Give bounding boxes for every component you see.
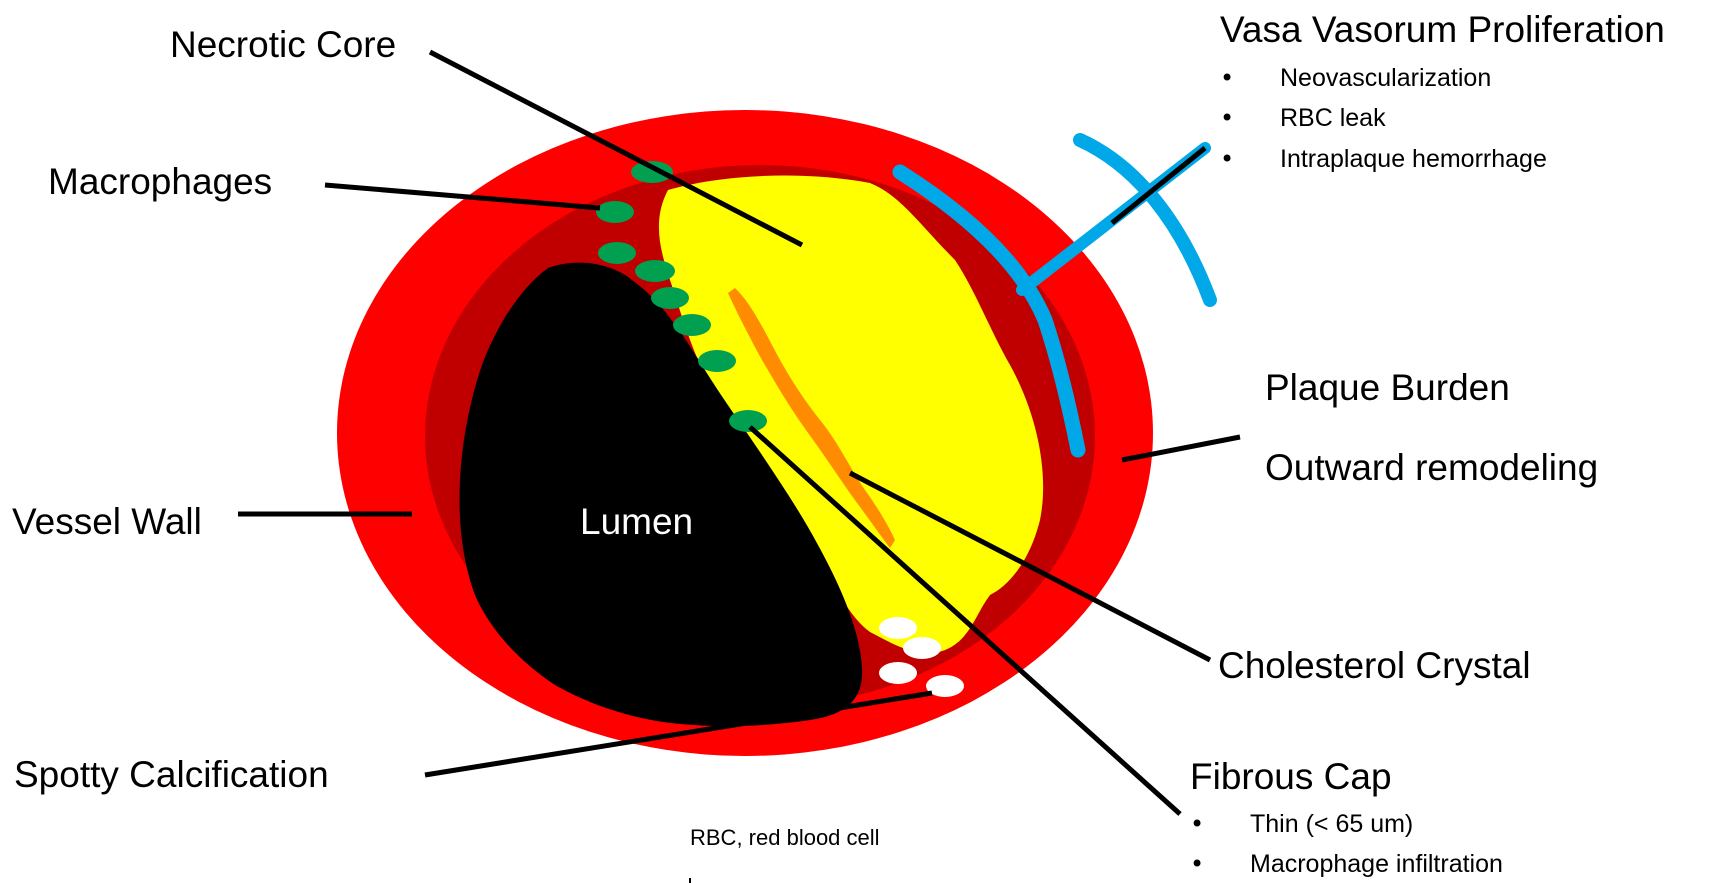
label-vasa-vasorum-item-2: RBC leak bbox=[1280, 106, 1386, 131]
label-lumen: Lumen bbox=[580, 503, 693, 540]
label-cholesterol-crystal: Cholesterol Crystal bbox=[1218, 647, 1531, 684]
macrophage-cell bbox=[596, 201, 634, 223]
label-vasa-vasorum-title: Vasa Vasorum Proliferation bbox=[1220, 11, 1665, 48]
label-fibrous-cap-title: Fibrous Cap bbox=[1190, 758, 1392, 795]
bullet-icon: • bbox=[1190, 812, 1204, 836]
calcification-spot bbox=[879, 662, 917, 684]
macrophage-cell bbox=[729, 410, 767, 432]
macrophage-cell bbox=[673, 314, 711, 336]
label-necrotic-core: Necrotic Core bbox=[170, 26, 396, 63]
bullet-icon: • bbox=[1220, 66, 1234, 90]
label-vessel-wall: Vessel Wall bbox=[12, 503, 202, 540]
footnote-rbc: RBC, red blood cell bbox=[690, 827, 880, 849]
label-spotty-calcification: Spotty Calcification bbox=[14, 756, 329, 793]
label-macrophages: Macrophages bbox=[48, 163, 272, 200]
calcification-spot bbox=[903, 637, 941, 659]
bullet-icon: • bbox=[1220, 147, 1234, 171]
label-plaque-burden: Plaque Burden bbox=[1265, 369, 1510, 406]
calcification-spot bbox=[879, 617, 917, 639]
bullet-icon: • bbox=[1220, 106, 1234, 130]
label-outward-remodeling: Outward remodeling bbox=[1265, 449, 1598, 486]
label-vasa-vasorum-item-3: Intraplaque hemorrhage bbox=[1280, 147, 1547, 172]
label-fibrous-cap-item-1: Thin (< 65 um) bbox=[1250, 812, 1413, 837]
macrophage-cell bbox=[635, 260, 675, 282]
macrophage-cell bbox=[598, 242, 636, 264]
label-vasa-vasorum-item-1: Neovascularization bbox=[1280, 66, 1491, 91]
macrophage-cell bbox=[651, 287, 689, 309]
macrophage-cell bbox=[698, 350, 736, 372]
bullet-icon: • bbox=[1190, 852, 1204, 876]
label-fibrous-cap-item-2: Macrophage infiltration bbox=[1250, 852, 1503, 877]
